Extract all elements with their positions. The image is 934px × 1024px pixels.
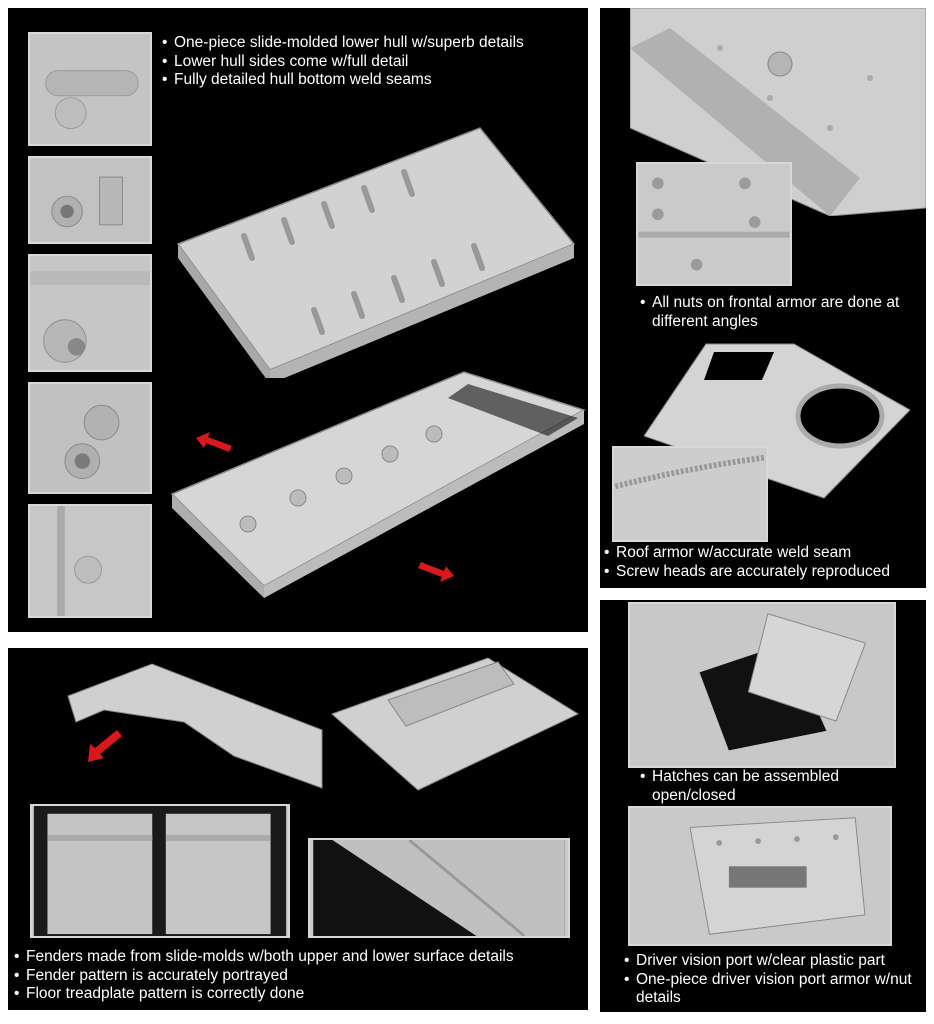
frontal-armor-nut-thumb bbox=[636, 162, 792, 286]
frontal-roof-panel: All nuts on frontal armor are done at di… bbox=[600, 8, 926, 588]
bullet-text: Fender pattern is accurately portrayed bbox=[14, 967, 586, 986]
bullet-text: Hatches can be assembled open/closed bbox=[640, 768, 924, 805]
bullet-text: Fully detailed hull bottom weld seams bbox=[162, 71, 582, 90]
floor-plate-render bbox=[328, 654, 582, 794]
detail-thumb-1 bbox=[28, 32, 152, 146]
fender-underside-thumb bbox=[30, 804, 290, 938]
fenders-bullets: Fenders made from slide-molds w/both upp… bbox=[14, 948, 586, 1004]
bullet-text: Fenders made from slide-molds w/both upp… bbox=[14, 948, 586, 967]
bullet-text: Floor treadplate pattern is correctly do… bbox=[14, 985, 586, 1004]
bullet-text: One-piece driver vision port armor w/nut… bbox=[624, 971, 924, 1008]
roof-armor-render bbox=[644, 340, 910, 500]
red-arrow-icon bbox=[196, 432, 232, 452]
driver-vision-bullets: Driver vision port w/clear plastic part … bbox=[624, 952, 924, 1008]
hull-interior-render bbox=[168, 358, 588, 598]
roof-weld-seam-thumb bbox=[612, 446, 768, 542]
hatches-bullets: Hatches can be assembled open/closed bbox=[640, 768, 924, 805]
frontal-armor-bullets: All nuts on frontal armor are done at di… bbox=[640, 294, 924, 331]
lower-hull-panel: One-piece slide-molded lower hull w/supe… bbox=[8, 8, 588, 632]
driver-vision-render bbox=[628, 806, 892, 946]
roof-armor-bullets: Roof armor w/accurate weld seam Screw he… bbox=[604, 544, 926, 581]
detail-thumb-4 bbox=[28, 382, 152, 494]
detail-thumb-3 bbox=[28, 254, 152, 372]
fender-render bbox=[64, 660, 324, 790]
detail-thumb-5 bbox=[28, 504, 152, 618]
red-arrow-icon bbox=[418, 562, 454, 582]
bullet-text: All nuts on frontal armor are done at di… bbox=[640, 294, 924, 331]
bullet-text: Roof armor w/accurate weld seam bbox=[604, 544, 926, 563]
bullet-text: Driver vision port w/clear plastic part bbox=[624, 952, 924, 971]
hull-bottom-render bbox=[174, 118, 584, 378]
red-arrow-icon bbox=[88, 730, 122, 762]
bullet-text: Screw heads are accurately reproduced bbox=[604, 563, 926, 582]
fenders-panel: Fenders made from slide-molds w/both upp… bbox=[8, 648, 588, 1010]
bullet-text: Lower hull sides come w/full detail bbox=[162, 53, 582, 72]
treadplate-thumb bbox=[308, 838, 570, 938]
lower-hull-bullets: One-piece slide-molded lower hull w/supe… bbox=[162, 34, 582, 90]
bullet-text: One-piece slide-molded lower hull w/supe… bbox=[162, 34, 582, 53]
hatch-render bbox=[628, 602, 896, 768]
detail-thumb-2 bbox=[28, 156, 152, 244]
hatch-vision-panel: Hatches can be assembled open/closed Dri… bbox=[600, 600, 926, 1012]
